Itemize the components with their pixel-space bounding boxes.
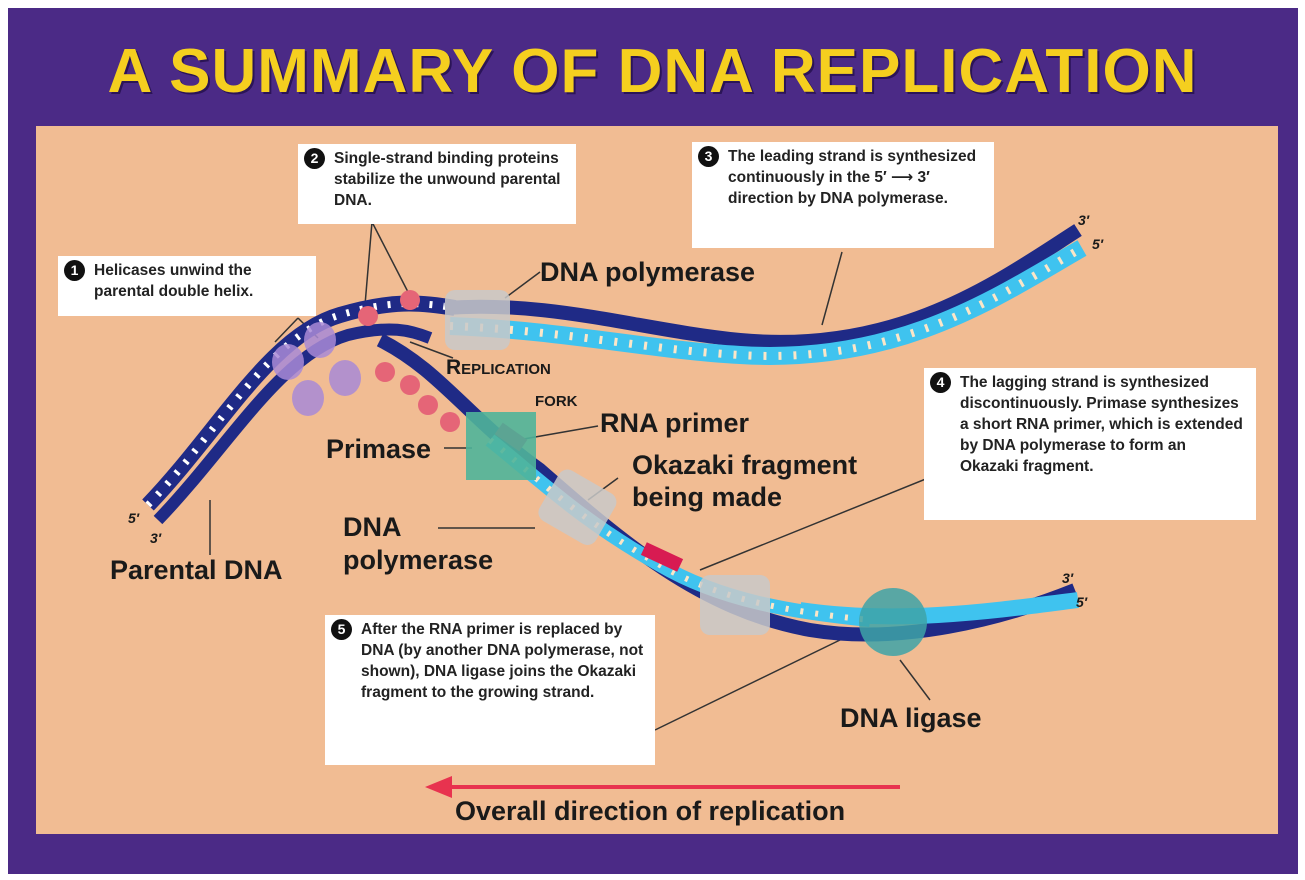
- step-3-text: The leading strand is synthesized contin…: [728, 148, 976, 207]
- leader-line-ligase-step: [655, 640, 840, 730]
- label-dna-polymerase-top: DNA polymerase: [540, 257, 755, 288]
- step-5-box: 5 After the RNA primer is replaced by DN…: [325, 615, 655, 765]
- label-dna-polymerase-lower-2: polymerase: [343, 545, 493, 576]
- step-3-box: 3 The leading strand is synthesized cont…: [692, 142, 994, 248]
- end-bottom-right-lower: 5′: [1076, 594, 1087, 610]
- leader-line-ssb-1: [365, 222, 372, 305]
- leader-line-ssb-2: [372, 222, 408, 292]
- dna-polymerase-leading: [445, 290, 510, 350]
- end-left-bottom: 3′: [150, 530, 161, 546]
- overall-direction-arrowhead: [425, 776, 452, 798]
- step-4-text: The lagging strand is synthesized discon…: [960, 374, 1243, 475]
- end-top-right-upper: 3′: [1078, 212, 1089, 228]
- leader-line-leading-strand: [822, 252, 842, 325]
- step-1-text: Helicases unwind the parental double hel…: [94, 262, 253, 300]
- label-dna-ligase: DNA ligase: [840, 703, 982, 734]
- label-primase: Primase: [326, 434, 431, 465]
- label-rna-primer: RNA primer: [600, 408, 749, 439]
- step-1-box: 1 Helicases unwind the parental double h…: [58, 256, 316, 316]
- step-3-number: 3: [698, 146, 719, 167]
- step-2-text: Single-strand binding proteins stabilize…: [334, 150, 561, 209]
- end-bottom-right-upper: 3′: [1062, 570, 1073, 586]
- step-2-number: 2: [304, 148, 325, 169]
- lagging-strand-right: [800, 600, 1078, 616]
- leader-line-dna-ligase: [900, 660, 930, 700]
- label-okazaki-line-1: Okazaki fragment: [632, 450, 857, 481]
- label-fork: FORK: [535, 393, 578, 410]
- leader-line-dna-polymerase-top: [505, 272, 540, 298]
- dna-ligase: [859, 588, 927, 656]
- label-overall-direction: Overall direction of replication: [455, 796, 845, 827]
- step-4-box: 4 The lagging strand is synthesized disc…: [924, 368, 1256, 520]
- end-left-top: 5′: [128, 510, 139, 526]
- step-5-text: After the RNA primer is replaced by DNA …: [361, 621, 643, 701]
- label-dna-polymerase-lower-1: DNA: [343, 512, 402, 543]
- primase: [466, 412, 536, 480]
- end-top-right-lower: 5′: [1092, 236, 1103, 252]
- step-4-number: 4: [930, 372, 951, 393]
- label-parental-dna: Parental DNA: [110, 555, 283, 586]
- step-1-number: 1: [64, 260, 85, 281]
- label-replication: Replication: [446, 356, 551, 380]
- label-okazaki-line-2: being made: [632, 482, 782, 513]
- step-5-number: 5: [331, 619, 352, 640]
- step-2-box: 2 Single-strand binding proteins stabili…: [298, 144, 576, 224]
- dna-polymerase-lagging-2: [700, 575, 770, 635]
